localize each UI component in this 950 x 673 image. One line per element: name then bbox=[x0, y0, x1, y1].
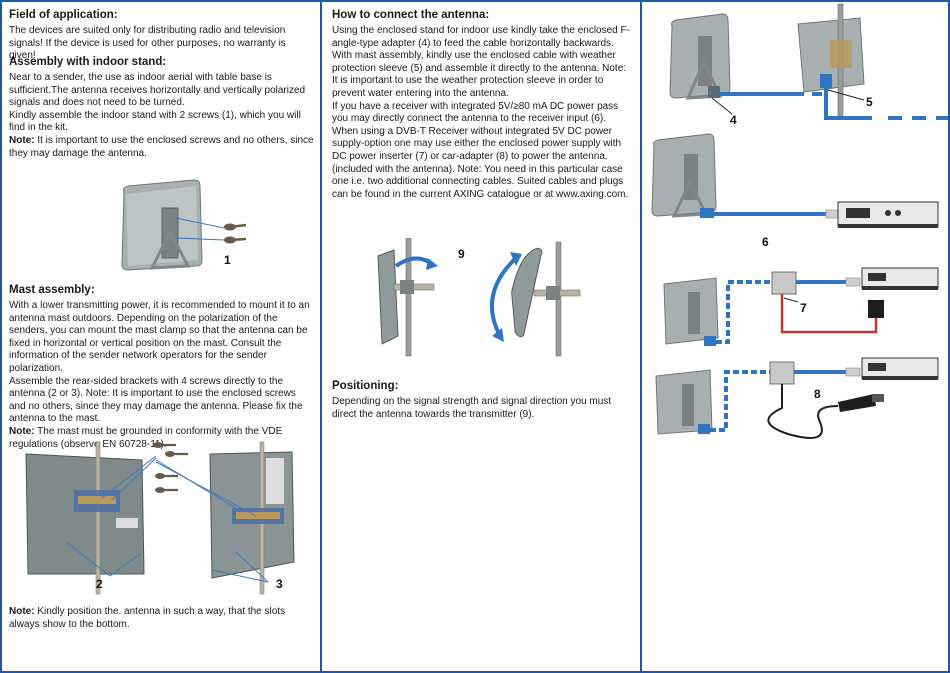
note-label: Note: bbox=[9, 425, 35, 437]
screw-icon bbox=[153, 442, 176, 448]
note-text: Kindly position the. antenna in such a w… bbox=[9, 606, 286, 630]
text-connect-4: When using a DVB-T Receiver without inte… bbox=[332, 125, 629, 200]
section-slot-note: Note: Kindly position the. antenna in su… bbox=[9, 606, 314, 631]
note-label: Note: bbox=[9, 606, 35, 617]
diagram-weather-sleeve: 5 bbox=[797, 3, 948, 120]
column-divider bbox=[640, 2, 642, 671]
note-indoor-stand: Note: It is important to use the enclose… bbox=[9, 135, 314, 160]
screw-icon bbox=[155, 487, 178, 493]
text-mast-assembly-2: Assemble the rear-sided brackets with 4 … bbox=[9, 375, 303, 425]
text-positioning: Depending on the signal strength and sig… bbox=[332, 396, 612, 420]
screw-icon bbox=[224, 223, 247, 231]
note-mast-assembly: Note: The mast must be grounded in confo… bbox=[9, 426, 314, 451]
screw-icon bbox=[155, 473, 178, 479]
diagram-power-inserter: 7 bbox=[663, 267, 939, 346]
heading-field-of-application: Field of application: bbox=[9, 9, 118, 21]
figure-mast-brackets: 2 3 bbox=[25, 441, 295, 595]
screw-icon bbox=[224, 236, 247, 244]
column-right: 4 5 bbox=[642, 2, 948, 671]
diagram-f-angle-adapter: 4 bbox=[669, 13, 822, 127]
power-adapter-icon bbox=[868, 300, 884, 318]
text-field-of-application: The devices are suited only for distribu… bbox=[9, 25, 286, 62]
car-adapter-icon bbox=[767, 384, 884, 439]
diagram-direct-receiver: 6 bbox=[651, 133, 939, 249]
note-label: Note: bbox=[9, 134, 35, 146]
section-connect-antenna: How to connect the antenna: Using the en… bbox=[332, 8, 634, 201]
figure-label-6: 6 bbox=[762, 235, 769, 249]
section-field-of-application: Field of application: The devices are su… bbox=[9, 8, 314, 63]
column-divider bbox=[320, 2, 322, 671]
figure-indoor-stand: 1 bbox=[121, 179, 247, 271]
text-connect-3: If you have a receiver with integrated 5… bbox=[332, 100, 619, 125]
heading-indoor-stand: Assembly with indoor stand: bbox=[9, 56, 167, 68]
heading-positioning: Positioning: bbox=[332, 380, 399, 392]
figure-label-4: 4 bbox=[730, 113, 737, 127]
text-indoor-stand-2: Kindly assemble the indoor stand with 2 … bbox=[9, 109, 301, 134]
note-text: It is important to use the enclosed scre… bbox=[9, 134, 314, 159]
section-indoor-stand: Assembly with indoor stand: Near to a se… bbox=[9, 55, 314, 160]
dc-power-inserter-icon bbox=[771, 271, 797, 295]
heading-connect-antenna: How to connect the antenna: bbox=[332, 9, 490, 21]
text-connect-2: With mast assembly, kindly use the enclo… bbox=[332, 50, 627, 99]
receiver-icon bbox=[861, 357, 939, 380]
receiver-icon bbox=[837, 201, 939, 228]
note-slot-position: Note: Kindly position the. antenna in su… bbox=[9, 606, 314, 631]
text-indoor-stand-1: Near to a sender, the use as indoor aeri… bbox=[9, 72, 306, 109]
receiver-icon bbox=[861, 267, 939, 290]
figure-label-7: 7 bbox=[800, 301, 807, 315]
column-left: Field of application: The devices are su… bbox=[2, 2, 320, 671]
figure-label-9: 9 bbox=[458, 247, 465, 261]
screw-icon bbox=[165, 451, 188, 457]
figure-label-8: 8 bbox=[814, 387, 821, 401]
figure-label-5: 5 bbox=[866, 95, 873, 109]
diagram-car-adapter: 8 bbox=[655, 357, 939, 439]
figure-label-1: 1 bbox=[224, 253, 231, 267]
column-middle: How to connect the antenna: Using the en… bbox=[322, 2, 640, 671]
heading-mast-assembly: Mast assembly: bbox=[9, 284, 95, 296]
figure-label-3: 3 bbox=[276, 577, 283, 591]
figure-positioning: 9 bbox=[377, 238, 581, 357]
figure-label-2: 2 bbox=[96, 577, 103, 591]
section-mast-assembly: Mast assembly: With a lower transmitting… bbox=[9, 283, 314, 451]
note-text: The mast must be grounded in conformity … bbox=[9, 425, 283, 450]
dc-power-inserter-icon bbox=[769, 361, 795, 385]
text-connect-1: Using the enclosed stand for indoor use … bbox=[332, 25, 630, 49]
text-mast-assembly-1: With a lower transmitting power, it is r… bbox=[9, 300, 310, 374]
section-positioning: Positioning: Depending on the signal str… bbox=[332, 379, 634, 421]
figure-connection-diagrams: 4 5 bbox=[651, 3, 948, 439]
